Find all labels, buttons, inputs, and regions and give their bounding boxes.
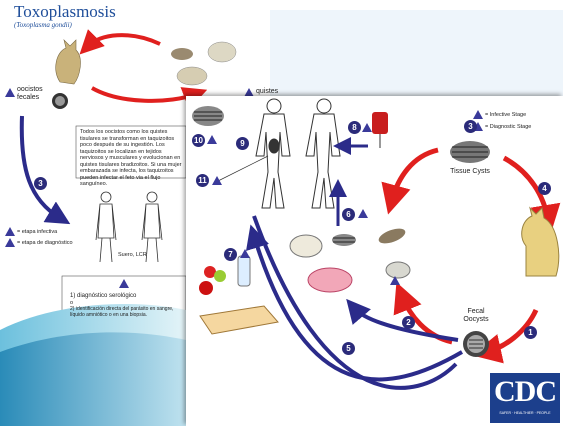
step-1-badge: 1 — [524, 326, 537, 339]
diag-or: o — [70, 300, 74, 306]
pig-illustration — [307, 267, 353, 293]
slide-title: Toxoplasmosis — [14, 2, 116, 21]
sheep-illustration — [289, 234, 323, 258]
diag-option-1-number: 1) — [70, 293, 76, 299]
legend-diagnostic: = Diagnostic Stage — [485, 124, 532, 130]
step-10-badge: 10 — [192, 134, 205, 147]
step-3-badge: 3 — [34, 177, 47, 190]
diagnostic-stage-icon — [119, 279, 129, 288]
step-2-badge: 2 — [402, 316, 415, 329]
step-11-badge: 11 — [196, 174, 209, 187]
cysts-label: quistes — [256, 88, 279, 95]
step-6-badge: 6 — [342, 208, 355, 221]
diag-option-1: 1) diagnóstico serológico — [70, 293, 136, 300]
infective-stage-icon — [473, 110, 483, 119]
diag-option-1-text: diagnóstico serológico — [77, 293, 137, 299]
slide-subtitle: (Toxoplasma gondii) — [14, 21, 72, 29]
legend-infective: = etapa infectiva — [17, 229, 58, 235]
tissue-cysts-label: Tissue Cysts — [450, 168, 490, 175]
pig-illustration — [176, 66, 208, 86]
infective-stage-icon — [390, 276, 400, 285]
life-cycle-diagram — [192, 98, 561, 390]
diagnostic-stage-icon — [212, 176, 222, 185]
foreground-slide: = Infective Stage = Diagnostic Stage Tis… — [186, 96, 563, 426]
infective-stage-icon — [358, 209, 368, 218]
cdc-logo-tagline: SAFER · HEALTHIER · PEOPLE — [499, 411, 551, 415]
food-illustration — [199, 255, 279, 335]
step-3-badge: 3 — [464, 120, 477, 133]
diag-option-2: 2) identificación directa del parásito e… — [70, 306, 184, 318]
diag-option-2-number: 2) — [70, 306, 75, 312]
cdc-logo-text: CDC — [494, 375, 557, 408]
oocysts-label-line2: fecales — [17, 94, 40, 101]
human-figures — [95, 191, 163, 263]
step-9-badge: 9 — [236, 137, 249, 150]
cat-illustration — [55, 39, 81, 85]
step-7-badge: 7 — [224, 248, 237, 261]
cdc-logo: CDC SAFER · HEALTHIER · PEOPLE — [490, 373, 560, 423]
infective-stage-icon — [240, 249, 250, 258]
step-8-badge: 8 — [348, 121, 361, 134]
bird-illustration — [378, 228, 406, 244]
tissue-cyst-illustration — [192, 106, 224, 126]
oocysts-label-line1: oocistos — [17, 86, 43, 93]
infective-stage-icon — [5, 88, 15, 97]
fecal-oocysts-label: Fecal Oocysts — [463, 308, 489, 323]
legend-infective: = Infective Stage — [485, 112, 527, 118]
cat-illustration — [521, 206, 560, 277]
rat-illustration — [171, 48, 193, 60]
human-figures — [255, 98, 341, 209]
diagnostic-stage-icon — [5, 238, 15, 247]
diag-option-2-text: identificación directa del parásito en s… — [70, 306, 174, 318]
diagnostic-stage-icon — [207, 135, 217, 144]
cycle-description: Todos los oocistos como los quistes tisu… — [80, 129, 182, 187]
oocysts-label: oocistos fecales — [17, 86, 43, 102]
infective-stage-icon — [5, 227, 15, 236]
diagnostic-stage-icon — [473, 122, 483, 131]
step-5-badge: 5 — [342, 342, 355, 355]
tissue-cyst-center — [450, 141, 490, 163]
fecal-oocyst-illustration — [463, 331, 489, 357]
infective-stage-icon — [244, 88, 254, 97]
step-4-badge: 4 — [538, 182, 551, 195]
sheep-illustration — [207, 41, 237, 63]
infective-stage-icon — [362, 123, 372, 132]
fluid-label: Suero, LCR — [118, 252, 147, 258]
legend-diagnostic: = etapa de diagnóstico — [17, 240, 73, 246]
blood-bag-illustration — [372, 112, 388, 148]
